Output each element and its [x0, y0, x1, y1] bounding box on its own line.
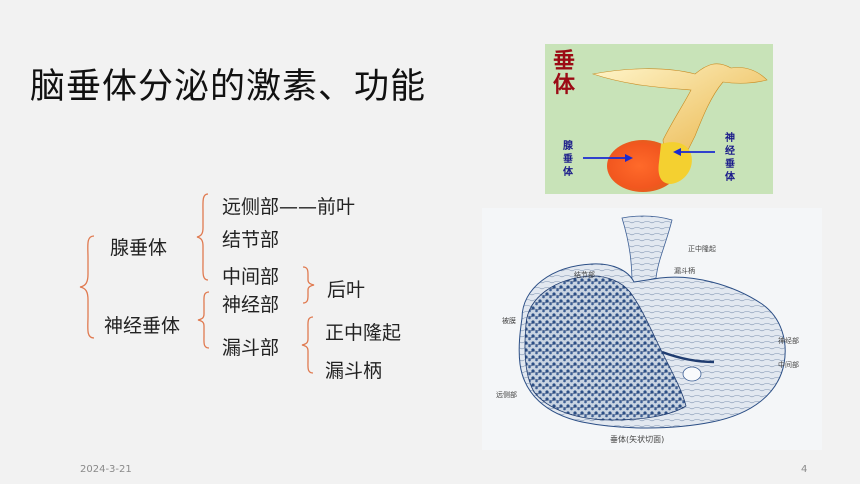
posterior-lobe-brace [302, 266, 315, 304]
label-pars-distalis: 远侧部——前叶 [222, 196, 356, 218]
main-brace [79, 235, 95, 339]
slide-title: 脑垂体分泌的激素、功能 [30, 67, 427, 107]
label-adenohypophysis: 腺垂体 [110, 237, 168, 259]
section-label-stalk: 漏斗柄 [674, 267, 695, 275]
label-infundibular-stalk: 漏斗柄 [325, 360, 383, 382]
section-label-distal: 远侧部 [496, 391, 517, 399]
label-pars-intermedia: 中间部 [222, 266, 280, 288]
illustration-heading: 垂体 [553, 49, 576, 98]
label-median-eminence: 正中隆起 [325, 322, 402, 344]
label-pars-tuberalis: 结节部 [222, 229, 280, 251]
section-label-tuberal: 结节部 [574, 271, 595, 279]
infundibulum-brace [301, 316, 314, 374]
section-label-intermediate: 中间部 [778, 361, 799, 369]
pituitary-drawing [583, 63, 768, 192]
label-neurohypophysis: 神经垂体 [104, 315, 181, 337]
pituitary-illustration: 垂体 腺垂体 神经垂体 [545, 44, 773, 194]
neuro-brace [197, 291, 210, 349]
illustration-label-adeno: 腺垂体 [563, 141, 573, 178]
label-infundibulum: 漏斗部 [222, 337, 280, 359]
section-caption: 垂体(矢状切面) [610, 435, 665, 444]
footer-page-number: 4 [801, 464, 808, 475]
histology-drawing [518, 215, 786, 429]
label-posterior-lobe: 后叶 [327, 279, 366, 301]
section-label-median-eminence: 正中隆起 [688, 245, 716, 253]
sagittal-section-figure: 正中隆起 漏斗柄 结节部 被膜 神经部 中间部 远侧部 垂体(矢状切面) [482, 208, 822, 450]
section-label-nervous: 神经部 [778, 337, 799, 345]
footer-date: 2024-3-21 [80, 464, 132, 475]
section-label-capsule: 被膜 [502, 317, 516, 325]
adeno-brace [196, 193, 209, 281]
illustration-label-neuro: 神经垂体 [725, 133, 735, 183]
label-pars-nervosa: 神经部 [222, 294, 280, 316]
